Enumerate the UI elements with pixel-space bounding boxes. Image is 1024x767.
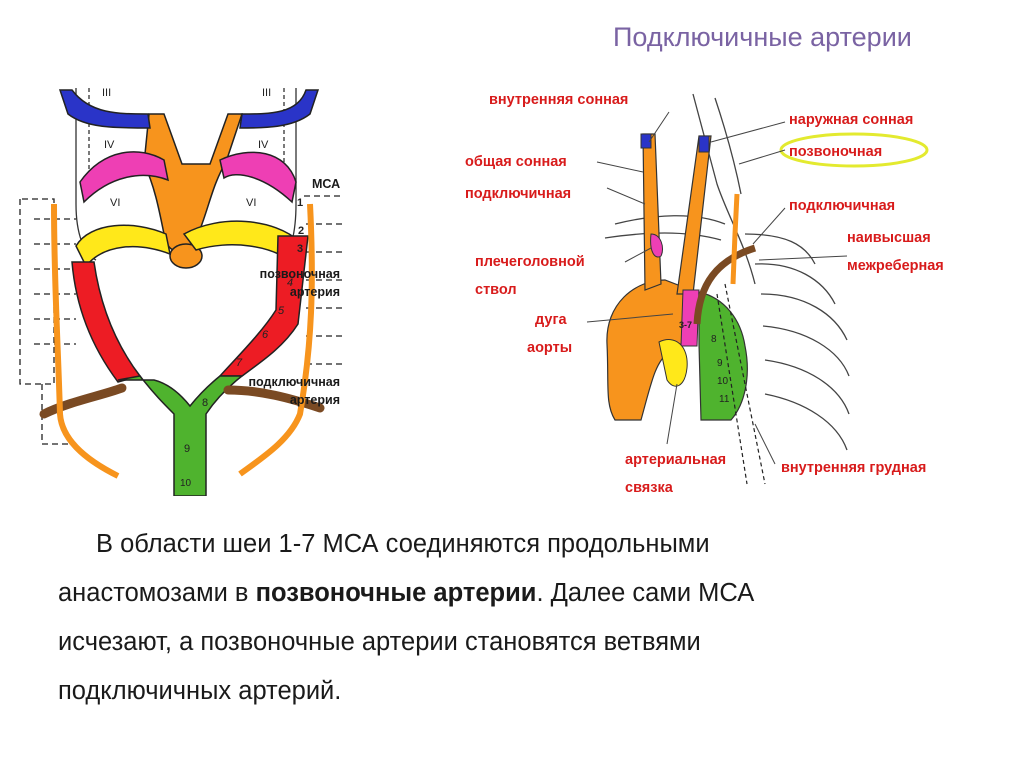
body-line-2-bold: позвоночные артерии: [255, 579, 537, 607]
subclavian-artery-left: [39, 383, 127, 419]
vertebral-artery-left: [51, 203, 120, 479]
label-subclavian-left: подключичная: [465, 186, 571, 202]
arch-vi-left: [75, 224, 171, 268]
label-highest-line1: наивысшая: [847, 230, 931, 246]
segment-number-3: 3: [297, 243, 303, 255]
arch-numeral-vi-left: VI: [110, 197, 120, 209]
internal-carotid-tip: [640, 133, 652, 149]
label-internal-thoracic: внутренняя грудная: [781, 460, 926, 476]
subclavian-artery-right: [223, 385, 325, 413]
subclavian-anatomy-svg: 3-7 8 9 10 11 внутренняя сонная нар: [465, 92, 944, 496]
ductus-yellow: [658, 339, 688, 387]
body-line-2-after: . Далее сами МСА: [536, 579, 755, 607]
arch-numeral-iv-right: IV: [258, 139, 269, 151]
body-line-2-before: анастомозами в: [58, 579, 256, 607]
brachiocephalic-trunk: [642, 133, 662, 291]
descending-aorta: [117, 375, 245, 497]
internal-thoracic-artery: [716, 283, 766, 485]
vertebral-artery-right: [238, 203, 315, 477]
aortic-arches-diagram: III III IV IV VI VI 1 2 3 4 5 6 7 8 9 10…: [14, 84, 344, 497]
label-external-carotid: наружная сонная: [789, 112, 913, 128]
label-subclavian-artery-line1: подключичная: [249, 375, 341, 389]
segment-number-7: 7: [236, 357, 243, 369]
right-segment-10: 10: [717, 376, 729, 387]
segment-number-8: 8: [202, 397, 208, 409]
subclavian-anatomy-diagram: 3-7 8 9 10 11 внутренняя сонная нар: [455, 84, 1015, 504]
arch-iv-left: [79, 151, 170, 204]
aortic-arches-svg: III III IV IV VI VI 1 2 3 4 5 6 7 8 9 10…: [19, 87, 344, 497]
label-vertebral-artery-line1: позвоночная: [260, 267, 340, 281]
dorsal-aorta-left: [71, 261, 142, 383]
arch-iii-left: [58, 89, 151, 129]
descending-aorta-green: [698, 291, 748, 421]
label-subclavian-right: подключичная: [789, 198, 895, 214]
label-vertebral-artery-line2: артерия: [290, 285, 340, 299]
body-line-1: В области шеи 1-7 МСА соединяются продол…: [96, 530, 710, 558]
external-carotid-tip: [698, 135, 710, 153]
label-subclavian-artery-line2: артерия: [290, 393, 340, 407]
brachiocephalic-magenta: [650, 233, 664, 258]
arch-numeral-iii-left: III: [102, 87, 111, 99]
dorsal-aorta-right: [218, 235, 309, 377]
label-vertebral: позвоночная: [789, 144, 882, 160]
label-internal-carotid: внутренняя сонная: [489, 92, 628, 108]
leader-lines: [586, 111, 848, 465]
body-paragraph: В области шеи 1-7 МСА соединяются продол…: [58, 520, 958, 716]
segment-number-1: 1: [297, 197, 303, 209]
segment-number-6: 6: [262, 329, 269, 341]
label-aortic-arch-line2: аорты: [527, 340, 572, 356]
segment-number-2: 2: [298, 225, 304, 237]
body-line-4: подключичных артерий.: [58, 677, 342, 705]
label-common-carotid: общая сонная: [465, 154, 567, 170]
right-segment-8: 8: [711, 334, 717, 345]
segment-number-5: 5: [278, 305, 285, 317]
arch-iii-right: [239, 89, 320, 129]
right-segment-11: 11: [719, 394, 730, 405]
segment-number-10: 10: [180, 478, 192, 489]
body-line-2: анастомозами в позвоночные артерии. Дале…: [58, 569, 958, 618]
label-arterial-ligament-line2: связка: [625, 480, 674, 496]
right-segment-9: 9: [717, 358, 723, 369]
arch-numeral-iii-right: III: [262, 87, 271, 99]
arch-numeral-iv-left: IV: [104, 139, 115, 151]
heart-outflow: [169, 243, 203, 269]
right-segment-3-7: 3-7: [679, 320, 692, 330]
segment-number-4: 4: [287, 277, 293, 289]
label-brachiocephalic-line2: ствол: [475, 282, 517, 298]
label-arterial-ligament-line1: артериальная: [625, 452, 726, 468]
body-line-3: исчезают, а позвоночные артерии становят…: [58, 628, 701, 656]
label-highest-line2: межреберная: [847, 258, 944, 274]
segment-number-9: 9: [184, 443, 190, 455]
vertebral-label-highlight: [779, 132, 929, 168]
arch-iv-right: [219, 151, 297, 204]
label-msa: МСА: [312, 177, 340, 191]
label-brachiocephalic-line1: плечеголовной: [475, 254, 585, 270]
vertebral-artery: [730, 193, 740, 285]
segment-3-7: [680, 289, 700, 347]
slide-title: Подключичные артерии: [613, 22, 912, 52]
subclavian-artery: [693, 244, 757, 325]
label-aortic-arch-line1: дуга: [535, 312, 567, 328]
arch-numeral-vi-right: VI: [246, 197, 256, 209]
